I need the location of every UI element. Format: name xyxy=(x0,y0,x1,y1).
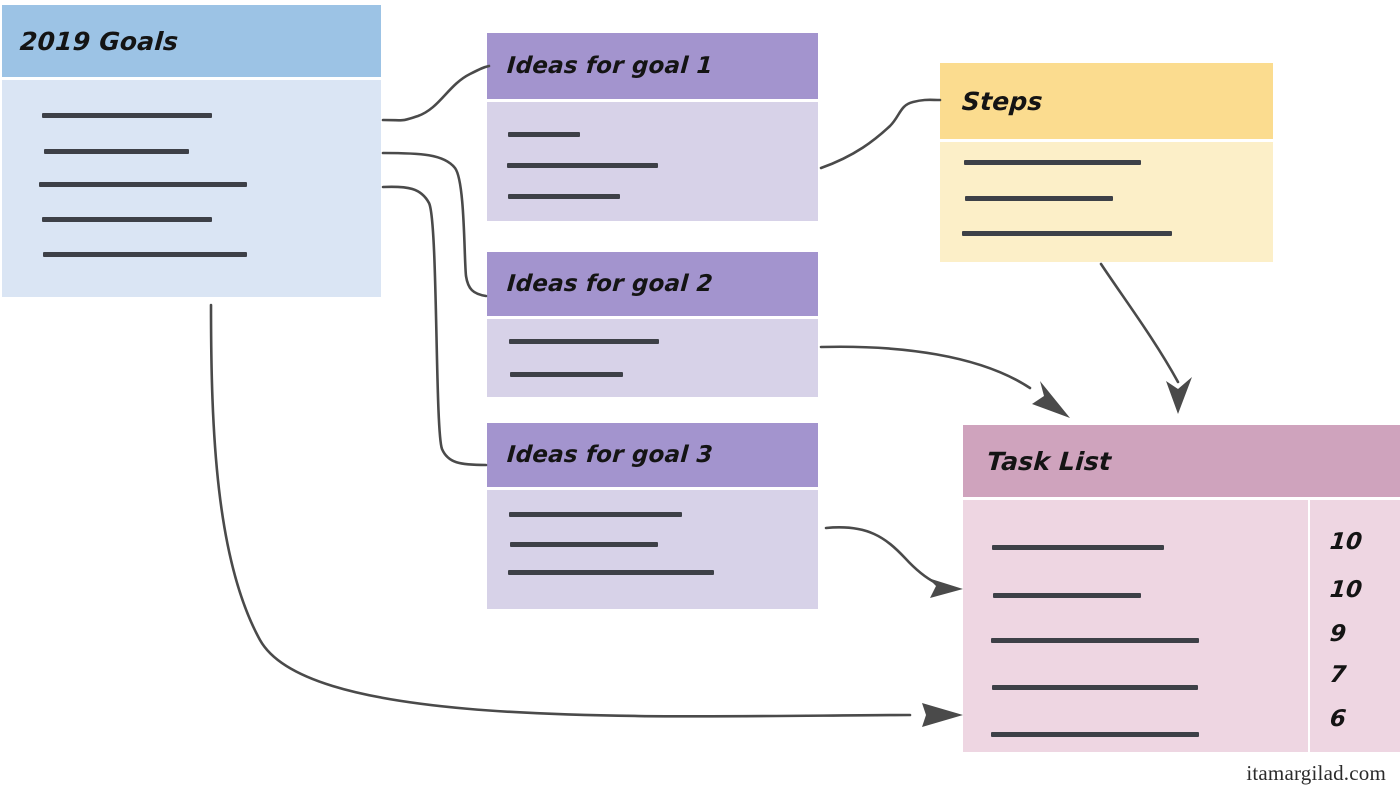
card-title-ideas-goal-3: Ideas for goal 3 xyxy=(506,442,714,468)
card-header-ideas-goal-2: Ideas for goal 2 xyxy=(487,252,818,316)
content-line xyxy=(39,182,247,187)
content-line xyxy=(509,512,682,517)
card-body-ideas-goal-2 xyxy=(487,319,818,397)
card-header-steps: Steps xyxy=(940,63,1273,139)
content-line xyxy=(508,132,580,137)
connector-ideas-1-to-steps xyxy=(819,98,942,170)
card-title-ideas-goal-2: Ideas for goal 2 xyxy=(506,271,714,297)
card-ideas-goal-2[interactable]: Ideas for goal 2 xyxy=(487,252,818,397)
content-line xyxy=(992,685,1198,690)
content-line xyxy=(992,545,1164,550)
task-score-value: 9 xyxy=(1328,621,1348,647)
task-list-score-divider xyxy=(1308,500,1310,752)
card-header-task-list: Task List xyxy=(963,425,1400,497)
task-score-value: 7 xyxy=(1328,662,1348,688)
card-body-2019-goals xyxy=(2,80,381,297)
task-score-value: 10 xyxy=(1328,529,1364,555)
card-header-2019-goals: 2019 Goals xyxy=(2,5,381,77)
content-line xyxy=(507,163,658,168)
content-line xyxy=(965,196,1113,201)
arrowhead-ideas-3-to-task-list xyxy=(928,578,963,598)
card-header-ideas-goal-3: Ideas for goal 3 xyxy=(487,423,818,487)
watermark-itamargilad: itamargilad.com xyxy=(1246,761,1386,785)
card-title-ideas-goal-1: Ideas for goal 1 xyxy=(506,53,714,79)
task-score-value: 6 xyxy=(1328,706,1348,732)
content-line xyxy=(993,593,1141,598)
arrowhead-goals-to-task-list xyxy=(922,703,963,727)
content-line xyxy=(508,570,714,575)
content-line xyxy=(991,732,1199,737)
content-line xyxy=(508,194,620,199)
connector-goals-to-ideas-1 xyxy=(381,64,491,122)
card-title-2019-goals: 2019 Goals xyxy=(18,26,180,56)
content-line xyxy=(42,217,212,222)
content-line xyxy=(43,252,247,257)
card-steps[interactable]: Steps xyxy=(940,63,1273,262)
arrowhead-ideas-2-to-task-list xyxy=(1032,381,1070,418)
connector-ideas-3-to-task-list xyxy=(824,526,938,585)
connector-goals-to-ideas-2 xyxy=(381,151,488,298)
content-line xyxy=(510,542,658,547)
task-score-value: 10 xyxy=(1328,577,1364,603)
connector-ideas-2-to-task-list xyxy=(819,345,1032,390)
connector-steps-to-task-list xyxy=(1099,262,1180,384)
card-body-ideas-goal-1 xyxy=(487,102,818,221)
content-line xyxy=(42,113,212,118)
card-body-steps xyxy=(940,142,1273,262)
card-title-steps: Steps xyxy=(960,86,1044,116)
card-body-ideas-goal-3 xyxy=(487,490,818,609)
card-task-list[interactable]: Task List 10 10 9 7 6 xyxy=(963,425,1400,752)
card-title-task-list: Task List xyxy=(985,446,1113,476)
content-line xyxy=(509,339,659,344)
card-ideas-goal-1[interactable]: Ideas for goal 1 xyxy=(487,33,818,221)
connector-goals-to-ideas-3 xyxy=(381,185,488,467)
content-line xyxy=(991,638,1199,643)
content-line xyxy=(962,231,1172,236)
card-2019-goals[interactable]: 2019 Goals xyxy=(2,5,381,297)
content-line xyxy=(510,372,623,377)
card-ideas-goal-3[interactable]: Ideas for goal 3 xyxy=(487,423,818,609)
content-line xyxy=(964,160,1141,165)
card-header-ideas-goal-1: Ideas for goal 1 xyxy=(487,33,818,99)
arrowhead-steps-to-task-list xyxy=(1166,377,1192,414)
content-line xyxy=(44,149,189,154)
card-body-task-list: 10 10 9 7 6 xyxy=(963,500,1400,752)
